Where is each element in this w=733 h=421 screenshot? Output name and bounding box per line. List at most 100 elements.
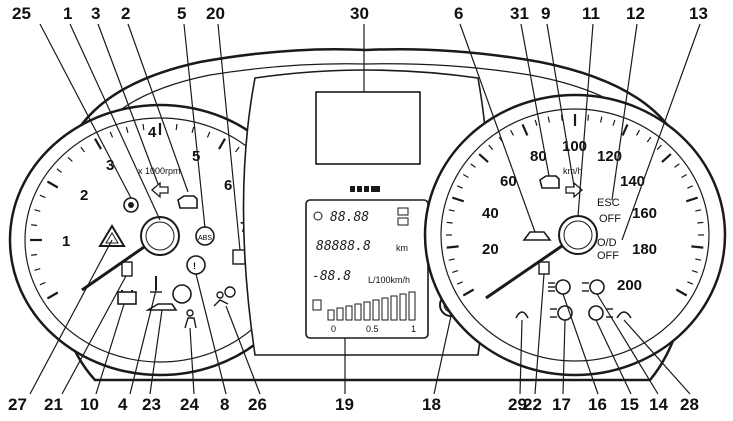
speed-unit: km/h <box>563 166 583 176</box>
lcd-consumption: -88.8 <box>312 269 351 284</box>
od-label: O/D <box>597 237 617 249</box>
dial-tick <box>446 221 453 224</box>
lcd-bar-segment <box>363 301 371 321</box>
dial-tick <box>34 209 41 212</box>
dial-tick <box>685 196 699 203</box>
lcd-bargraph <box>327 291 416 321</box>
bar-scale-half: 0.5 <box>366 324 379 334</box>
seatbelt-icon <box>184 309 197 329</box>
callout-27: 27 <box>8 395 27 414</box>
tach-unit: x 1000rpm <box>138 166 181 176</box>
dial-tick <box>125 126 129 133</box>
callout-2: 2 <box>121 4 130 23</box>
dial-tick <box>695 258 702 261</box>
lcd-odometer: 88888.8 <box>316 239 371 254</box>
callout-16: 16 <box>588 395 607 414</box>
dial-tick <box>599 116 603 123</box>
lcd-bar-segment <box>345 305 353 321</box>
callout-23: 23 <box>142 395 161 414</box>
dial-tick <box>67 156 73 162</box>
speed-label-60: 60 <box>500 173 517 190</box>
tach-label-4: 4 <box>148 124 157 141</box>
tyre-pressure-icon <box>515 311 529 319</box>
dial-tick <box>452 269 459 273</box>
callout-14: 14 <box>649 395 668 414</box>
lcd-odometer-unit: km <box>396 243 408 253</box>
dial-tick <box>687 185 694 189</box>
dial-tick <box>478 153 489 163</box>
speed-label-180: 180 <box>632 241 657 258</box>
fuel-low-icon <box>121 261 133 277</box>
dial-tick <box>674 163 680 168</box>
dial-tick <box>560 114 563 121</box>
cruise-car-icon <box>522 231 552 241</box>
callout-5: 5 <box>177 4 186 23</box>
callout-28: 28 <box>680 395 699 414</box>
dial-tick <box>448 258 455 261</box>
dial-tick <box>206 131 211 138</box>
dial-tick <box>691 245 704 249</box>
callout-29: 29 <box>508 395 527 414</box>
callout-13: 13 <box>689 4 708 23</box>
turn-left-icon <box>151 181 169 199</box>
dial-tick <box>695 209 702 212</box>
callout-3: 3 <box>91 4 100 23</box>
lcd-bar-segment <box>408 291 416 321</box>
dial-tick <box>94 138 102 150</box>
fuel-pump-icon <box>312 299 322 311</box>
dial-tick <box>587 114 590 121</box>
dial-tick <box>521 124 529 136</box>
speed-hub <box>558 215 598 255</box>
speed-label-80: 80 <box>530 148 547 165</box>
svg-text:!: ! <box>193 261 196 271</box>
dial-tick <box>612 119 616 126</box>
dial-tick <box>448 209 455 212</box>
airbag-icon <box>213 286 236 307</box>
dial-tick <box>235 146 240 153</box>
dial-tick <box>462 288 475 297</box>
dial-tick <box>656 144 662 150</box>
dial-tick <box>446 245 459 249</box>
dial-tick <box>31 253 38 256</box>
engine-check-icon <box>177 195 198 209</box>
speed-label-40: 40 <box>482 205 499 222</box>
callout-1: 1 <box>63 4 72 23</box>
dial-tick <box>661 153 672 163</box>
lcd-bar-segment <box>327 309 335 321</box>
oil-pressure-icon <box>145 303 178 311</box>
lcd-bar-segment <box>336 307 344 321</box>
tach-hub <box>140 216 180 256</box>
hazard-icon <box>98 224 126 247</box>
tach-label-5: 5 <box>192 148 200 165</box>
callout-18: 18 <box>422 395 441 414</box>
dial-tick <box>31 224 38 227</box>
esc-off-label: OFF <box>599 213 621 225</box>
dial-tick <box>547 116 551 123</box>
lcd-bar-segment <box>354 303 362 321</box>
speed-hub-ring <box>563 220 593 250</box>
callout-20: 20 <box>206 4 225 23</box>
clock-icon <box>313 211 323 221</box>
dial-tick <box>456 185 463 189</box>
callout-11: 11 <box>582 4 600 23</box>
dial-tick <box>39 194 46 199</box>
callout-4: 4 <box>118 395 128 414</box>
dial-tick <box>691 269 698 273</box>
speed-label-120: 120 <box>597 148 622 165</box>
callout-8: 8 <box>220 395 229 414</box>
callout-10: 10 <box>80 395 99 414</box>
speed-label-200: 200 <box>617 277 642 294</box>
dial-tick <box>534 119 538 126</box>
od-off-label: OFF <box>597 250 619 262</box>
center-panel: 88.88 88888.8 km -88.8 L/100km/h 0 0.5 1 <box>242 69 490 356</box>
tach-label-2: 2 <box>80 187 88 204</box>
dial-tick <box>191 126 195 133</box>
bar-scale-0: 0 <box>331 324 336 334</box>
callout-6: 6 <box>454 4 463 23</box>
callout-labels-top: 25 1 3 2 5 20 30 6 31 9 11 12 13 <box>12 4 708 23</box>
callout-17: 17 <box>552 395 571 414</box>
dial-tick <box>635 129 641 136</box>
engine-warning-icon <box>539 175 560 189</box>
lcd-segment-box-top <box>397 207 409 216</box>
callout-15: 15 <box>620 395 639 414</box>
